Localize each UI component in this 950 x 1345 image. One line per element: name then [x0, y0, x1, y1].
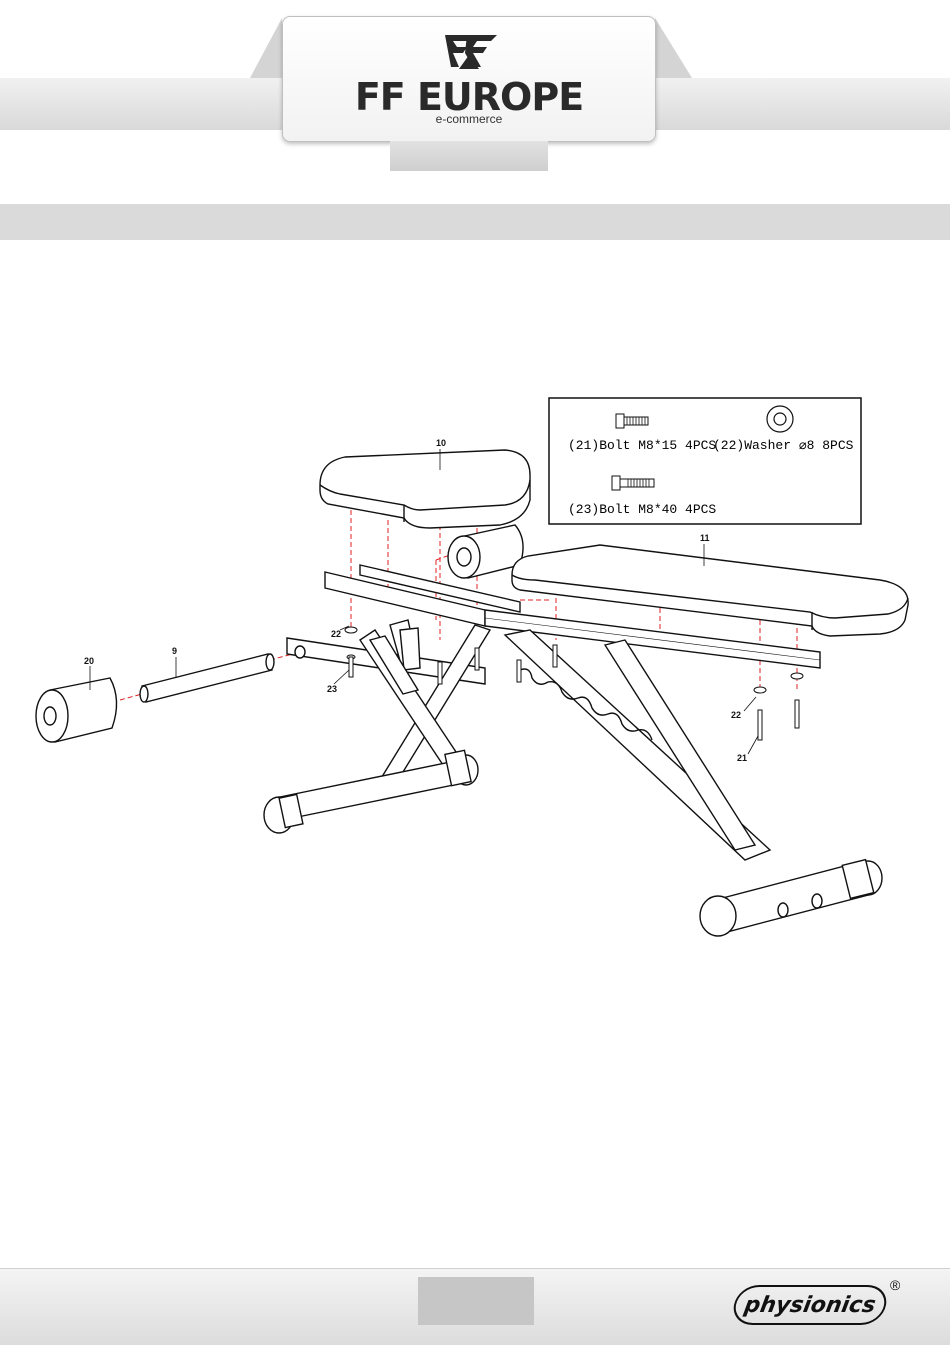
page-number-box: [418, 1277, 534, 1325]
ff-monogram-icon: [283, 17, 655, 77]
assembly-diagram: (21)Bolt M8*15 4PCS (22)Washer ⌀8 8PCS (…: [0, 240, 950, 960]
foam-roller-20: [36, 678, 117, 742]
header-band-left: [0, 78, 290, 130]
brand-wordmark: FF EUROPE: [283, 77, 655, 117]
bolt-23-label: (23)Bolt M8*40 4PCS: [568, 502, 716, 517]
hardware-box: (21)Bolt M8*15 4PCS (22)Washer ⌀8 8PCS (…: [549, 398, 861, 524]
washer-icon: [767, 406, 793, 432]
tube-9: [140, 654, 274, 702]
seat-pad-10: [320, 450, 530, 528]
label-part-10: 10: [436, 438, 446, 448]
label-part-22-right: 22: [731, 710, 741, 720]
brand-subtitle: e-commerce: [283, 112, 655, 126]
header-tab: [390, 141, 548, 171]
label-part-23: 23: [327, 684, 337, 694]
page-footer: physionics ®: [0, 1268, 950, 1345]
section-title-bar: [0, 204, 950, 240]
page-header: FF EUROPE e-commerce: [0, 0, 950, 200]
label-part-20: 20: [84, 656, 94, 666]
bolt-21-label: (21)Bolt M8*15 4PCS: [568, 438, 716, 453]
label-part-9: 9: [172, 646, 177, 656]
label-part-21: 21: [737, 753, 747, 763]
logo-card: FF EUROPE e-commerce: [282, 16, 656, 142]
physionics-logo: physionics ®: [734, 1275, 914, 1335]
label-part-11: 11: [700, 533, 710, 543]
registered-mark: ®: [890, 1277, 900, 1293]
washer-22-label: (22)Washer ⌀8 8PCS: [713, 438, 854, 453]
physionics-wordmark: physionics: [730, 1285, 889, 1325]
header-band-right: [655, 78, 950, 130]
bench-exploded-view: (21)Bolt M8*15 4PCS (22)Washer ⌀8 8PCS (…: [0, 240, 950, 960]
label-part-22-left: 22: [331, 629, 341, 639]
